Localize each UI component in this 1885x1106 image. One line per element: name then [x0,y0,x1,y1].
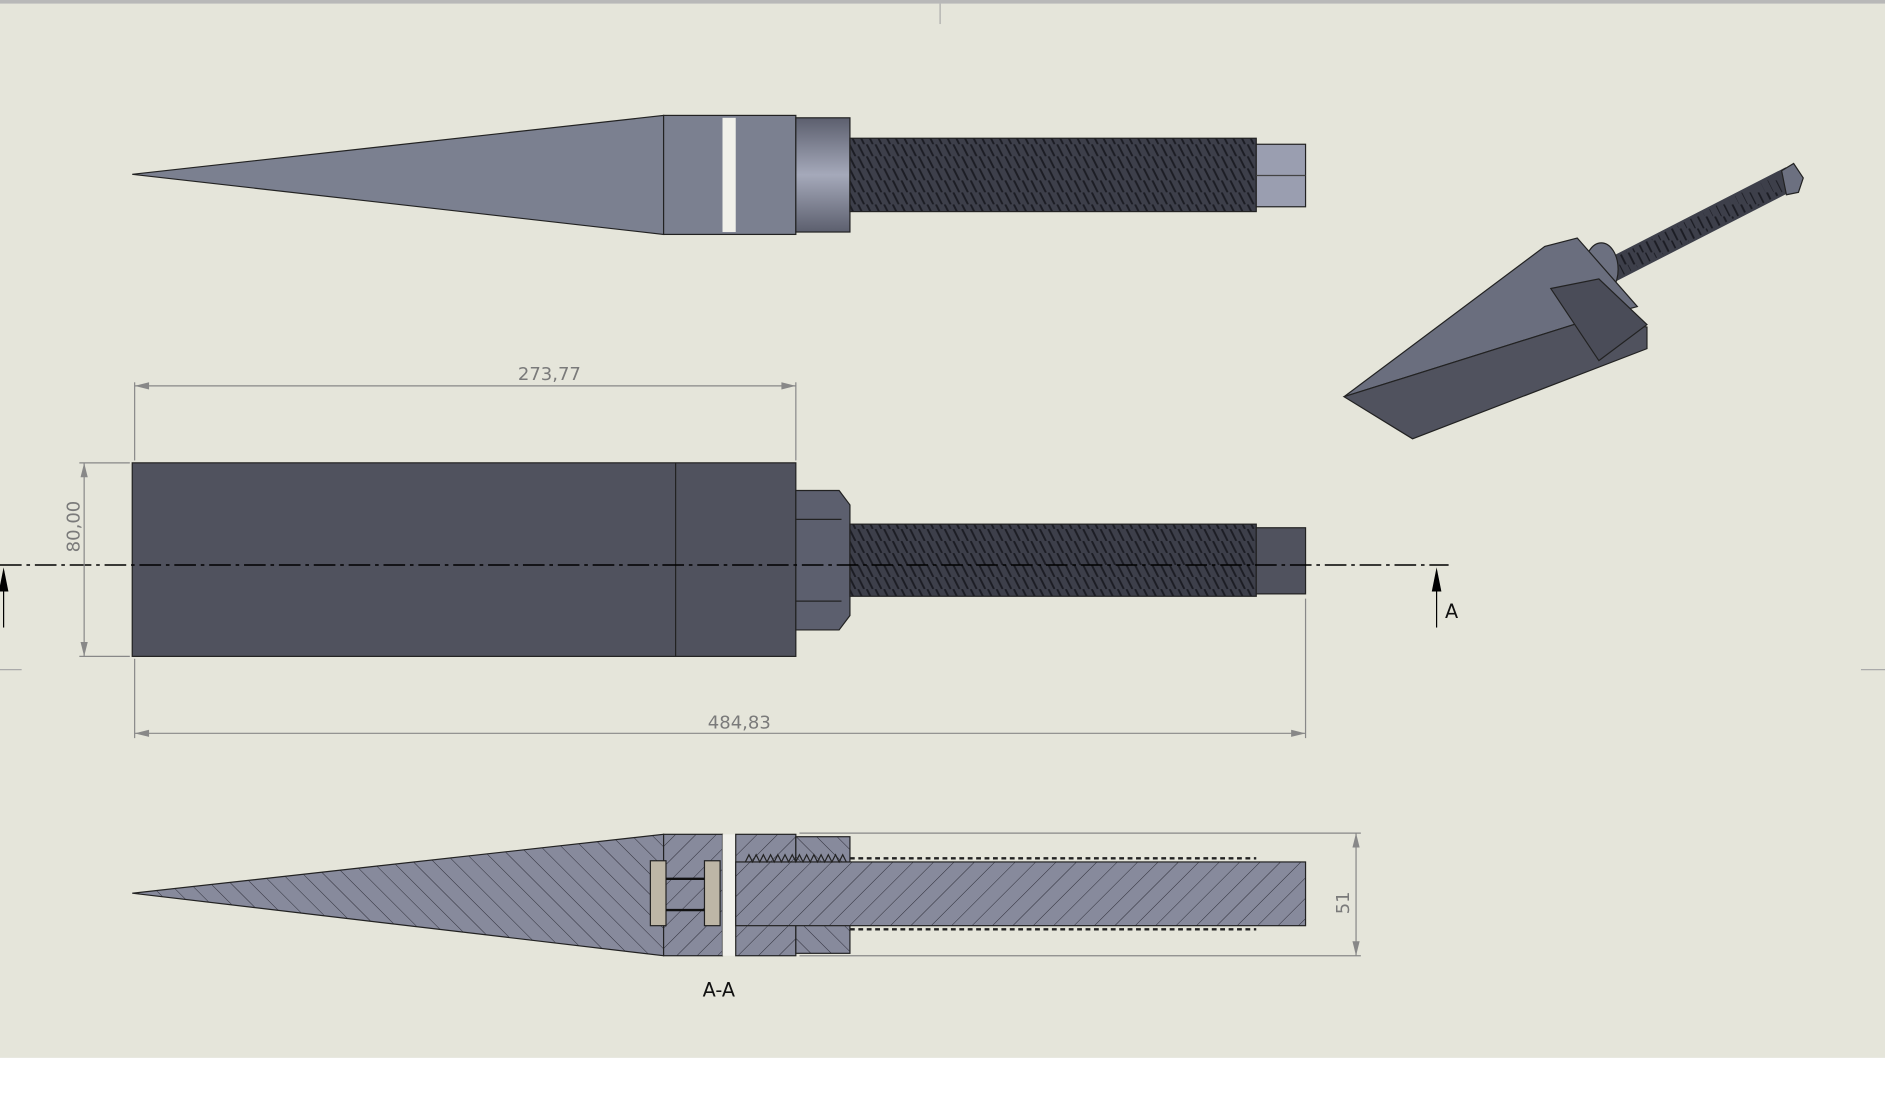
bearing-left [649,860,667,927]
iso-end-face [1549,278,1648,362]
dimension-text: 51 [1333,891,1354,914]
sheet-top-border [0,0,1885,4]
threaded-rod-front [849,523,1257,597]
isometric-view [1342,162,1804,440]
bearing-right [703,860,721,927]
section-view-label: A-A [703,979,735,1002]
hex-nut [795,489,851,631]
dimension-overall-length[interactable]: 484,83 [134,598,1307,739]
threaded-rod [849,137,1257,213]
section-view [132,833,1307,957]
section-rod [735,861,1307,927]
front-view: A [0,462,1458,657]
collar [795,117,851,233]
dimension-block-length[interactable]: 273,77 [134,364,797,461]
section-slot [722,834,736,956]
top-view [132,114,1307,236]
iso-front-face [1342,317,1648,440]
dimension-text: 484,83 [708,713,771,734]
hex-end-front [1255,527,1307,595]
section-arrow-right[interactable] [1431,567,1442,628]
dimension-block-height[interactable]: 80,00 [63,462,130,657]
wedge-body [131,462,797,657]
dimension-text: 80,00 [63,501,84,553]
iso-hex [1780,162,1804,196]
sheet-bottom-margin [0,1057,1885,1106]
section-rod-teeth-top [744,853,847,864]
section-arrow-label: A [1445,600,1458,623]
section-arrow-left[interactable] [0,567,9,628]
wedge-slot [722,117,736,233]
dimension-text: 273,77 [518,364,581,385]
dimension-section-height[interactable]: 51 [799,832,1361,957]
